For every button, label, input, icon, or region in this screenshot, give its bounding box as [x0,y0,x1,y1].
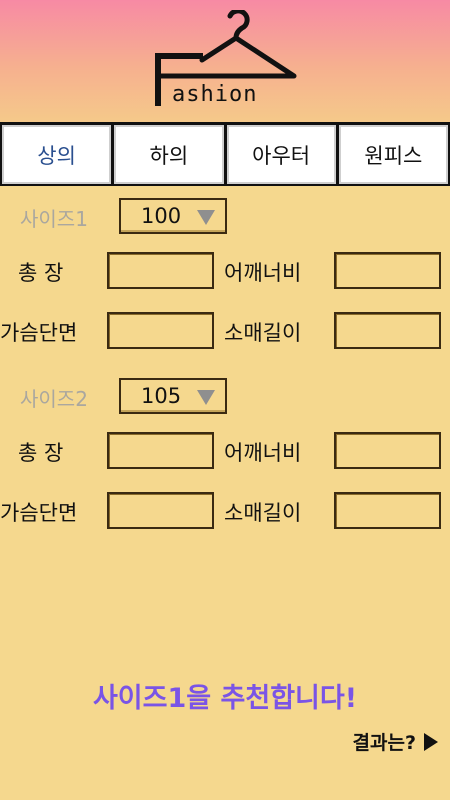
size1-label: 사이즈1 [20,207,88,231]
dropdown-arrow-icon [197,390,215,405]
dropdown-arrow-icon [197,210,215,225]
size2-length-input[interactable] [107,432,214,469]
size1-sleeve-input[interactable] [334,312,441,349]
tab-onepiece[interactable]: 원피스 [338,125,448,184]
size1-shoulder-input[interactable] [334,252,441,289]
size2-selected-value: 105 [141,384,182,408]
size1-shoulder-label: 어깨너비 [224,261,302,285]
play-arrow-icon [424,732,438,751]
size1-chest-input[interactable] [107,312,214,349]
size1-length-label: 총 장 [18,261,64,285]
recommendation-message: 사이즈1을 추천합니다! [92,683,358,714]
size2-length-label: 총 장 [18,441,64,465]
size2-chest-label: 가슴단면 [0,501,78,525]
size1-length-input[interactable] [107,252,214,289]
result-link-label: 결과는? [352,732,416,754]
tab-outer[interactable]: 아우터 [226,125,336,184]
app-header: ashion [0,0,450,122]
size2-sleeve-input[interactable] [334,492,441,529]
size2-sleeve-label: 소매길이 [224,501,302,525]
result-link[interactable]: 결과는? [353,728,438,755]
size1-select[interactable]: 100 [119,198,227,234]
size1-sleeve-label: 소매길이 [224,321,302,345]
tab-top[interactable]: 상의 [2,125,112,184]
category-tabs: 상의 하의 아우터 원피스 [0,122,450,186]
size2-shoulder-label: 어깨너비 [224,441,302,465]
tab-bottom[interactable]: 하의 [114,125,224,184]
size1-selected-value: 100 [141,204,182,228]
size2-shoulder-input[interactable] [334,432,441,469]
size2-select[interactable]: 105 [119,378,227,414]
size2-label: 사이즈2 [20,387,88,411]
size2-chest-input[interactable] [107,492,214,529]
hanger-logo-icon [155,10,297,106]
size1-chest-label: 가슴단면 [0,321,78,345]
logo-text: ashion [172,82,258,107]
